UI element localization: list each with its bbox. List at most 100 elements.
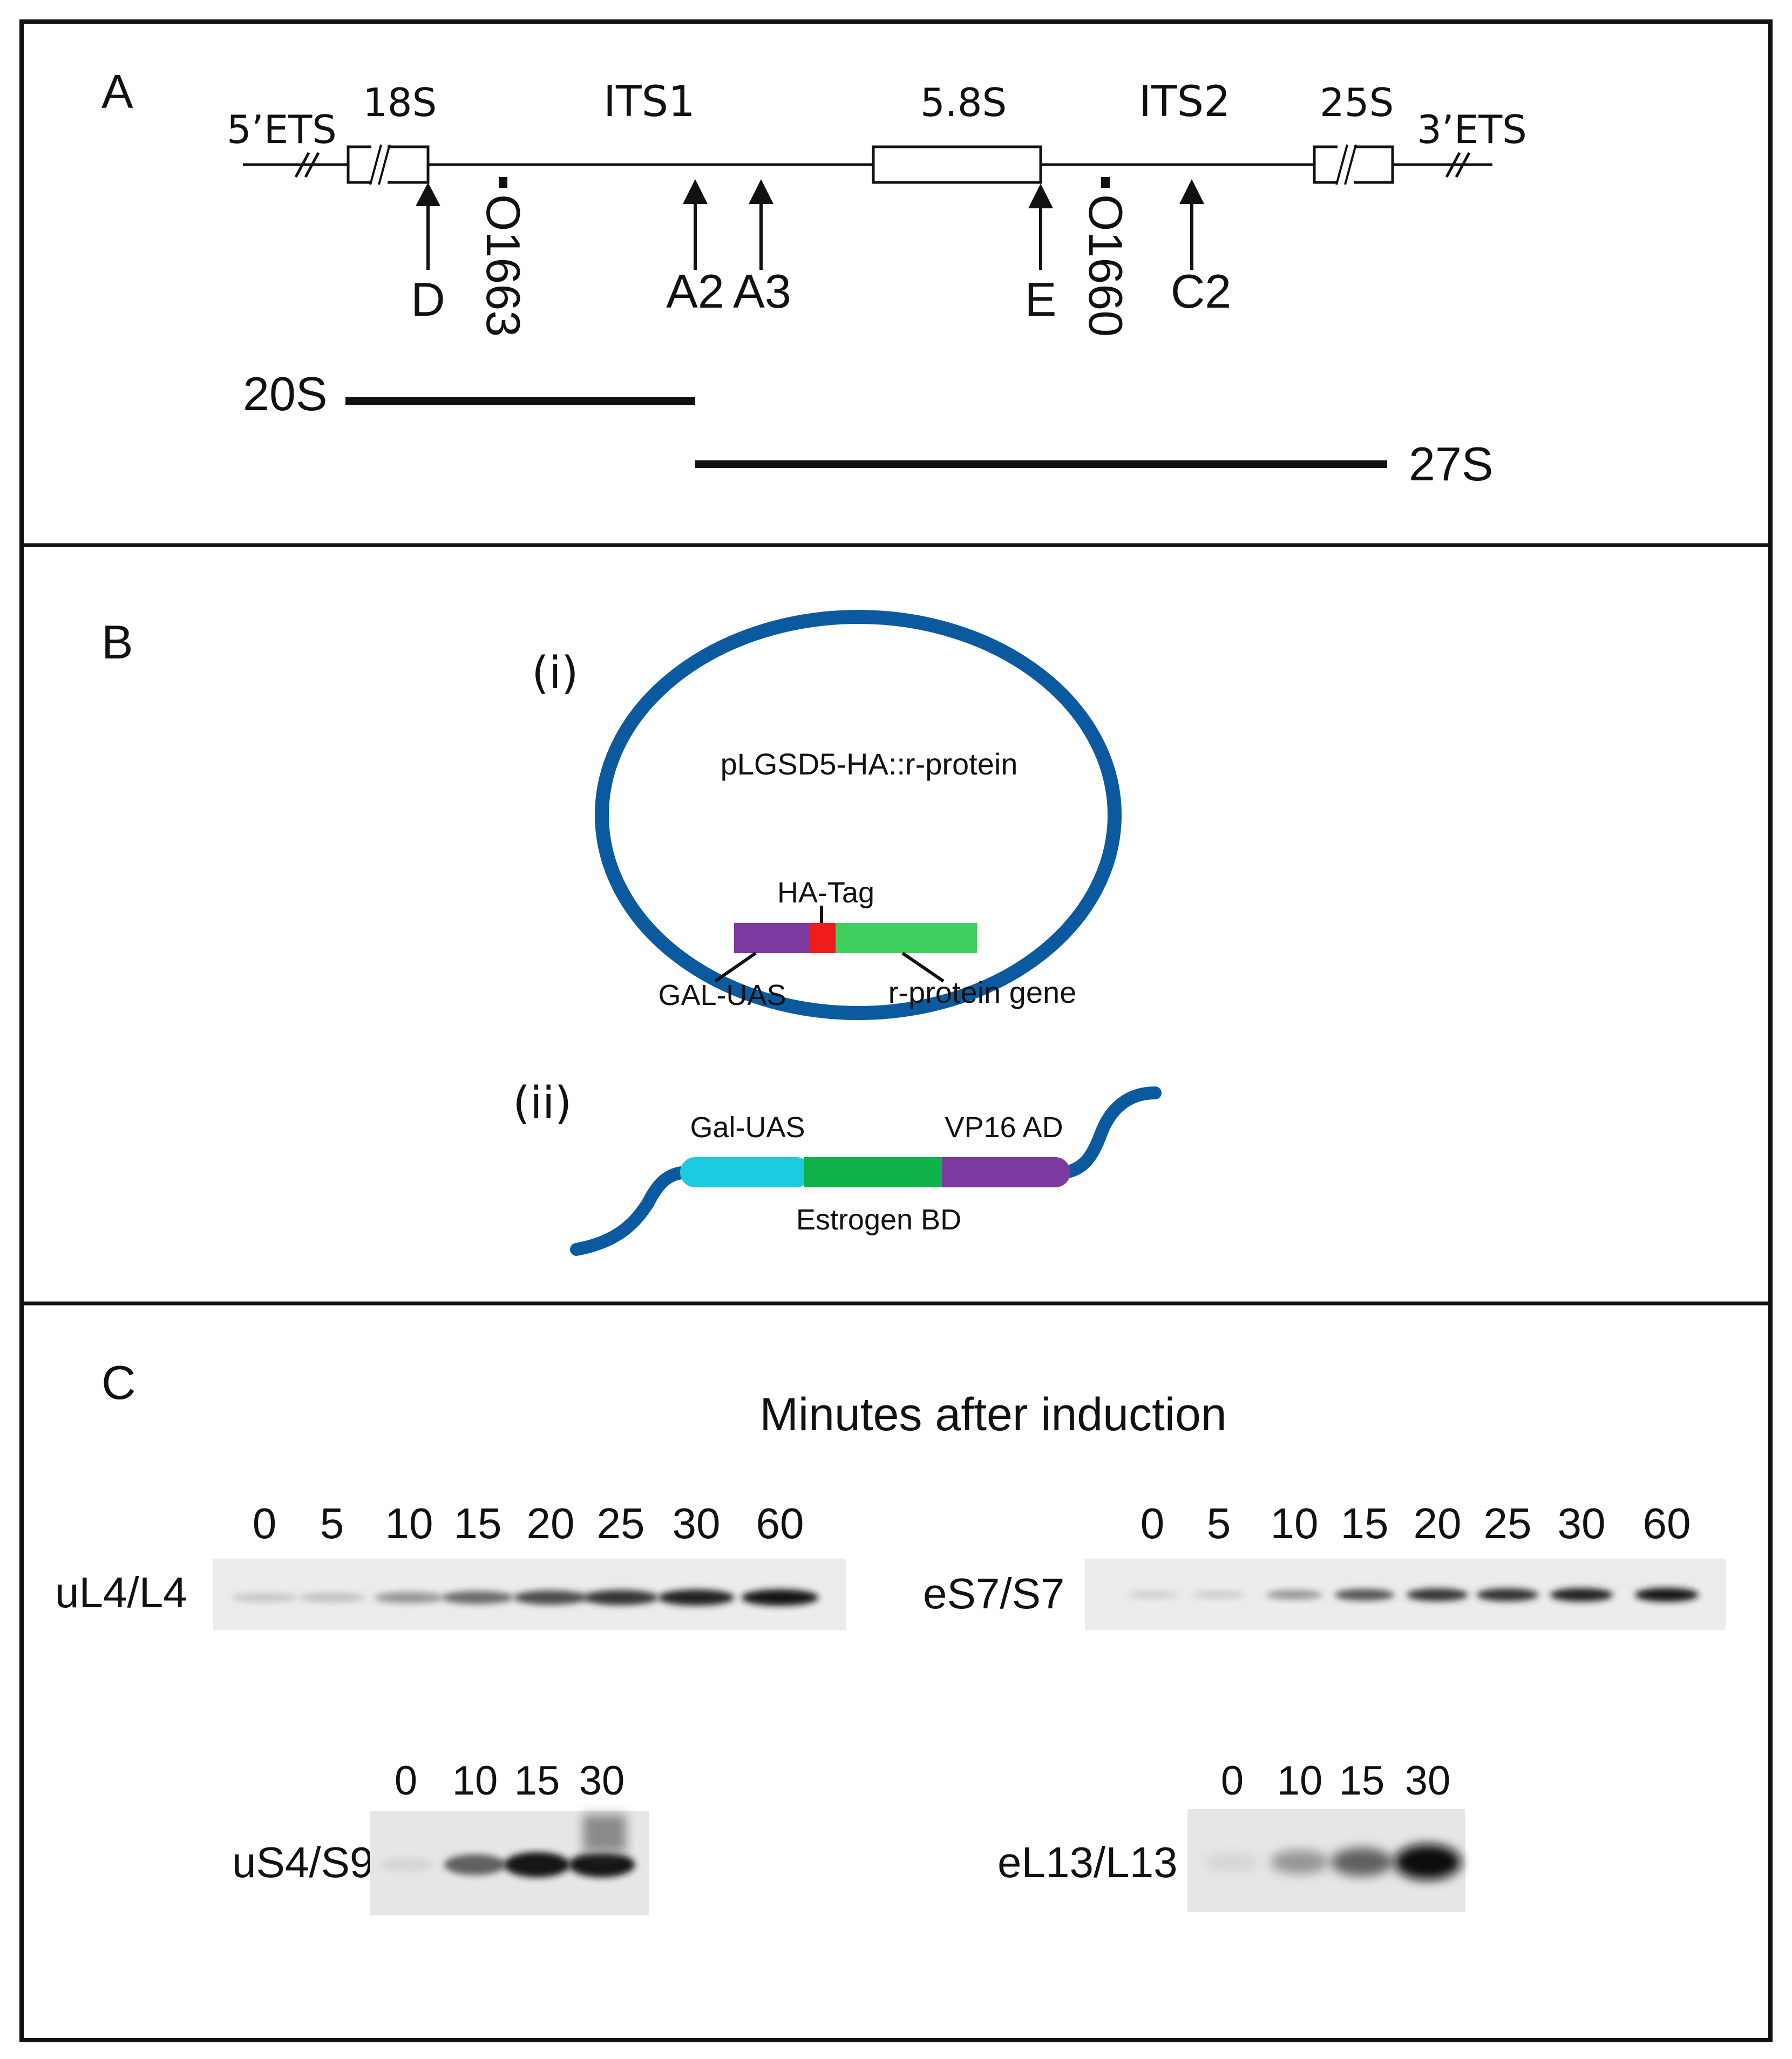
construct-gal-uas-label: Gal-UAS xyxy=(690,1111,805,1144)
blot-us4-lane-label: 10 xyxy=(452,1758,498,1804)
blot-ul4-band xyxy=(374,1592,444,1603)
blot-es7-band xyxy=(1266,1590,1322,1600)
region-its2: ITS2 xyxy=(1139,78,1231,126)
blot-es7-band xyxy=(1635,1588,1699,1602)
blot-el13-band xyxy=(1331,1847,1393,1877)
blot-ul4-lane-label: 20 xyxy=(527,1499,575,1547)
blot-ul4-band xyxy=(298,1593,365,1602)
blot-es7-band xyxy=(1126,1591,1179,1599)
plasmid-ring xyxy=(595,610,1122,1020)
blot-ul4-lane-label: 0 xyxy=(253,1499,277,1547)
site-arrow-e: E xyxy=(1025,184,1057,326)
break-mark-18s xyxy=(369,144,391,185)
blot-ul4-band xyxy=(658,1589,735,1606)
blot-ul4-lane-label: 15 xyxy=(454,1499,502,1547)
plasmid-gal-uas-label: GAL-UAS xyxy=(658,979,786,1011)
site-label-a3: A3 xyxy=(733,264,791,318)
blot-us4-band xyxy=(568,1852,635,1878)
blot-el13-lane-label: 10 xyxy=(1277,1758,1323,1804)
construct-vp16-label: VP16 AD xyxy=(945,1111,1063,1144)
construct-gal-uas-segment xyxy=(680,1157,811,1187)
blot-us4-band xyxy=(378,1858,433,1872)
blot-el13-lane-label: 30 xyxy=(1405,1758,1451,1804)
site-label-d: D xyxy=(411,273,445,326)
box-5-8s xyxy=(872,145,1042,184)
blot-us4-lane-label: 15 xyxy=(514,1758,560,1804)
region-3ets: 3’ETS xyxy=(1417,107,1527,152)
figure-frame xyxy=(19,19,1773,2042)
site-arrow-a3: A3 xyxy=(733,179,791,318)
panel-a-label: A xyxy=(101,65,133,118)
blot-ul4-lane-label: 10 xyxy=(385,1499,433,1547)
probe-o1663: O1663 xyxy=(477,177,530,337)
blot-ul4-lane-label: 30 xyxy=(673,1499,721,1547)
site-arrow-c2: C2 xyxy=(1171,179,1232,318)
blot-us4-band xyxy=(504,1852,571,1878)
region-5ets: 5’ETS xyxy=(227,107,337,152)
construct-vp16-segment xyxy=(942,1157,1070,1187)
blot-ul4-lane-label: 60 xyxy=(756,1499,804,1547)
plasmid-gene-label: r-protein gene xyxy=(888,975,1077,1009)
blot-ul4-lane-label: 25 xyxy=(597,1499,645,1547)
plasmid-ha-tag-segment xyxy=(810,923,836,953)
break-mark-25s xyxy=(1335,144,1357,185)
blot-es7-lane-label: 0 xyxy=(1141,1499,1165,1547)
region-18s: 18S xyxy=(363,80,437,125)
blot-el13-name: eL13/L13 xyxy=(997,1838,1178,1886)
blot-ul4-lane-label: 5 xyxy=(320,1499,344,1547)
site-label-c2: C2 xyxy=(1171,264,1232,318)
blot-es7-band xyxy=(1476,1588,1539,1602)
blot-es7-lane-label: 25 xyxy=(1484,1499,1532,1547)
construct-estrogen-label: Estrogen BD xyxy=(796,1204,961,1236)
blot-es7-band xyxy=(1406,1588,1469,1601)
panel-c-label: C xyxy=(101,1356,136,1409)
site-label-a2: A2 xyxy=(666,264,724,318)
blot-es7-band xyxy=(1550,1588,1613,1602)
plasmid-name: pLGSD5-HA::r-protein xyxy=(721,747,1018,781)
blot-es7-lane-label: 10 xyxy=(1271,1499,1319,1547)
blot-ul4-name: uL4/L4 xyxy=(55,1568,187,1616)
plasmid-marker: (i) xyxy=(532,648,579,699)
construct-marker: (ii) xyxy=(513,1078,572,1129)
panel-a: A 5’ETS 18S ITS1 5.8S ITS2 xyxy=(101,65,1527,491)
construct-dna-right xyxy=(1060,1086,1162,1179)
plasmid-gal-uas-segment xyxy=(734,923,810,953)
product-label-27s: 27S xyxy=(1409,437,1494,491)
panel-c-title: Minutes after induction xyxy=(759,1389,1226,1440)
construct-estrogen-segment xyxy=(804,1157,945,1187)
break-mark-3ets xyxy=(1445,152,1471,178)
blot-ul4-band xyxy=(442,1591,514,1605)
blot-el13-band xyxy=(1205,1852,1260,1872)
panel-b: B (i) pLGSD5-HA::r-protein HA-Tag GAL-UA… xyxy=(101,610,1162,1256)
site-arrow-d: D xyxy=(411,182,445,326)
blot-el13-band xyxy=(1394,1844,1461,1880)
blot-es7-lane-label: 5 xyxy=(1207,1499,1231,1547)
site-arrow-a2: A2 xyxy=(666,179,724,318)
blot-es7-lane-label: 60 xyxy=(1643,1499,1691,1547)
product-label-20s: 20S xyxy=(243,367,328,420)
blot-es7-band xyxy=(1192,1591,1245,1599)
blot-ul4-band xyxy=(583,1589,659,1606)
site-label-e: E xyxy=(1025,273,1057,326)
blot-us4-smear xyxy=(583,1815,626,1852)
blot-ul4-band xyxy=(741,1589,819,1606)
blot-es7-membrane xyxy=(1085,1559,1726,1630)
blot-us4-lane-label: 0 xyxy=(395,1758,417,1804)
blot-es7-lane-label: 30 xyxy=(1558,1499,1606,1547)
probe-label-o1663: O1663 xyxy=(477,194,530,337)
blot-es7-lane-label: 15 xyxy=(1341,1499,1389,1547)
gene-leader xyxy=(901,952,945,983)
probe-o1660: O1660 xyxy=(1079,177,1132,337)
blot-es7-band xyxy=(1334,1589,1395,1601)
blot-ul4-band xyxy=(231,1593,298,1602)
construct-dna-left xyxy=(570,1166,695,1256)
gal-uas-leader xyxy=(714,952,757,983)
region-25s: 25S xyxy=(1320,80,1394,125)
plasmid-ha-tag-label: HA-Tag xyxy=(777,876,874,909)
